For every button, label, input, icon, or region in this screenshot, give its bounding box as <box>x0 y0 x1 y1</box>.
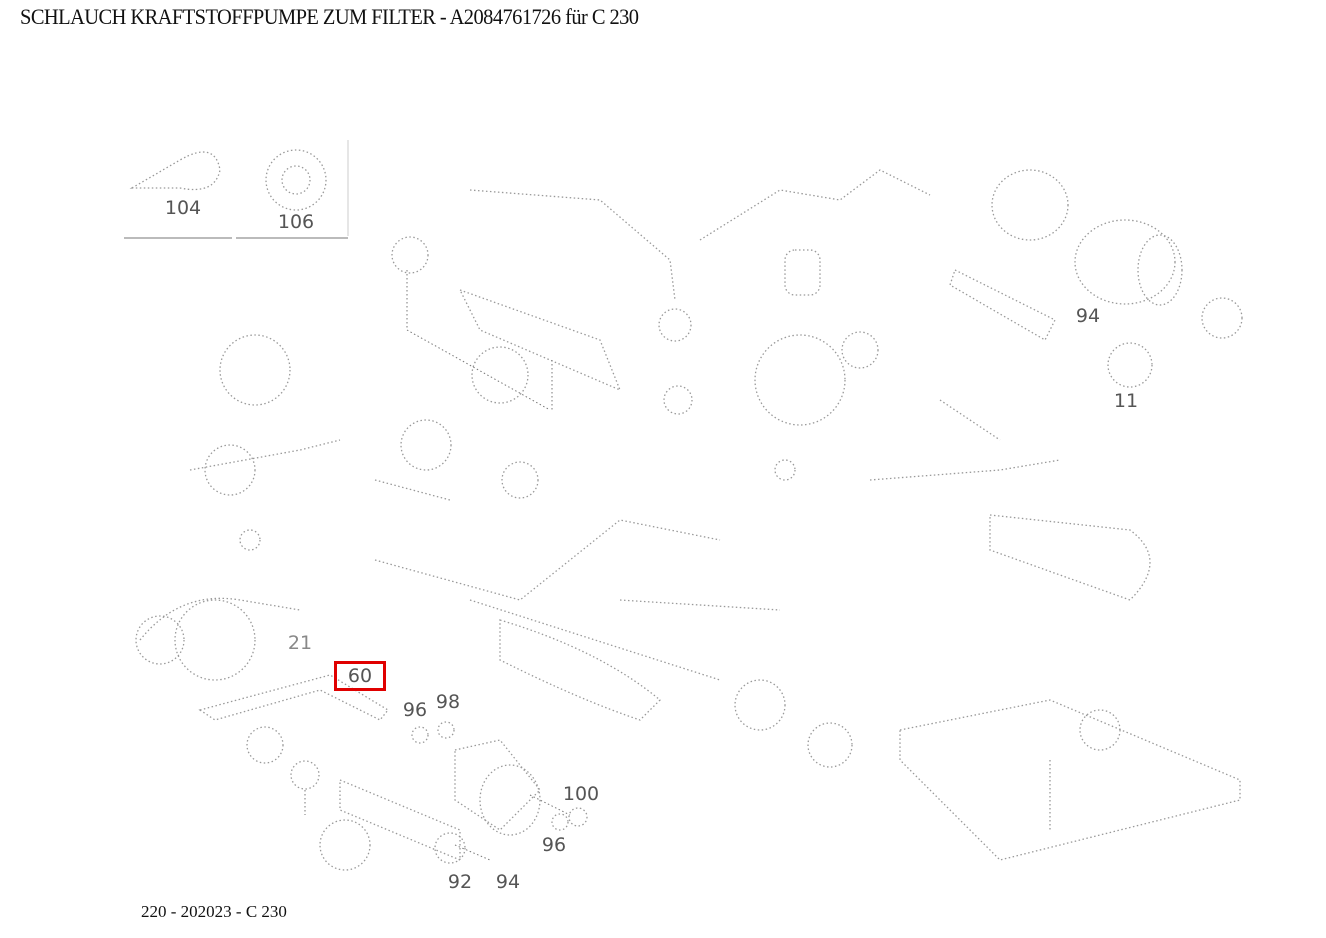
part-label-92[interactable]: 92 <box>447 871 473 893</box>
part-label-60-highlighted[interactable]: 60 <box>347 665 373 687</box>
part-label-21[interactable]: 21 <box>287 632 313 654</box>
part-label-106[interactable]: 106 <box>277 211 315 233</box>
part-label-104[interactable]: 104 <box>164 197 202 219</box>
part-label-100[interactable]: 100 <box>562 783 600 805</box>
part-104-drawing <box>129 151 221 191</box>
highlighted-part-box <box>334 661 386 691</box>
center-assembly <box>374 419 853 768</box>
part-label-11[interactable]: 11 <box>1113 390 1139 412</box>
part-label-96-lower[interactable]: 96 <box>541 834 567 856</box>
upper-middle-assembly <box>699 169 931 481</box>
part-label-96[interactable]: 96 <box>402 699 428 721</box>
part-label-98[interactable]: 98 <box>435 691 461 713</box>
part-label-94-lower[interactable]: 94 <box>495 871 521 893</box>
upper-right-assembly <box>869 169 1243 601</box>
part-label-94[interactable]: 94 <box>1075 305 1101 327</box>
diagram-reference: 220 - 202023 - C 230 <box>141 902 287 921</box>
upper-left-assembly <box>391 189 693 415</box>
left-assembly <box>135 334 341 681</box>
lower-left-assembly <box>198 674 491 871</box>
part-106-drawing <box>265 149 327 211</box>
page-title: SCHLAUCH KRAFTSTOFFPUMPE ZUM FILTER - A2… <box>20 4 639 29</box>
fuel-filter-drawing <box>411 721 588 836</box>
lower-right-assembly <box>899 699 1241 861</box>
